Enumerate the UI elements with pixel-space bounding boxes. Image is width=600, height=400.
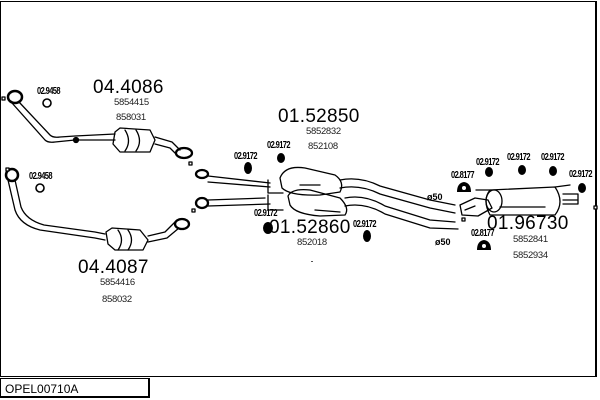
rear-silencer-drawing[interactable] (459, 184, 598, 222)
rubber-mount-icon (518, 165, 526, 175)
oe-number: 5852832 (306, 126, 341, 137)
rubber-mount-icon (485, 167, 493, 177)
diameter-label: ø50 (435, 237, 451, 247)
accessory-number[interactable]: 02.9172 (254, 208, 278, 219)
accessory-number[interactable]: 02.9172 (476, 157, 500, 168)
front-pipe-lower-drawing[interactable] (4, 167, 191, 251)
oe-number: 5854415 (114, 97, 149, 108)
accessory-number[interactable]: 02.9458 (29, 171, 53, 182)
part-number-04-4087[interactable]: 04.4087 (78, 257, 149, 278)
accessory-number[interactable]: 02.9172 (541, 152, 565, 163)
oe-number: 858032 (102, 294, 132, 305)
rubber-mount-icon (277, 153, 285, 163)
diagram-code: OPEL00710A (5, 382, 79, 396)
front-pipe-upper-drawing[interactable] (1, 89, 194, 166)
gasket-icon (42, 98, 52, 108)
diagram-code-box: OPEL00710A (0, 378, 150, 398)
accessory-number[interactable]: 02.9172 (267, 140, 291, 151)
rubber-mount-icon (244, 162, 252, 174)
part-number-04-4086[interactable]: 04.4086 (93, 77, 164, 98)
rubber-mount-icon (549, 166, 557, 176)
gasket-icon (35, 183, 45, 193)
accessory-number[interactable]: 02.9172 (507, 152, 531, 163)
accessories (35, 98, 586, 262)
part-number-01-96730[interactable]: 01.96730 (487, 213, 569, 234)
part-number-01-52850[interactable]: 01.52850 (278, 106, 360, 127)
accessory-number[interactable]: 02.8177 (451, 170, 475, 181)
oe-number: 5852934 (513, 250, 548, 261)
rubber-mount-icon (263, 222, 273, 234)
accessory-number[interactable]: 02.8177 (471, 228, 495, 239)
middle-silencer-drawing[interactable] (191, 166, 459, 230)
accessory-number[interactable]: 02.9172 (353, 219, 377, 230)
oe-number: 5852841 (513, 234, 548, 245)
accessory-number[interactable]: 02.9172 (569, 169, 593, 180)
diameter-label: ø50 (427, 192, 443, 202)
oe-number: 852018 (297, 237, 327, 248)
rubber-mount-icon (363, 230, 371, 242)
oe-number: 852108 (308, 141, 338, 152)
part-number-01-52860[interactable]: 01.52860 (269, 217, 351, 238)
rubber-mount-icon (578, 183, 586, 193)
oe-number: 858031 (116, 112, 146, 123)
oe-number: 5854416 (100, 277, 135, 288)
diagram-frame (0, 1, 597, 377)
accessory-number[interactable]: 02.9172 (234, 151, 258, 162)
accessory-number[interactable]: 02.9458 (37, 86, 61, 97)
